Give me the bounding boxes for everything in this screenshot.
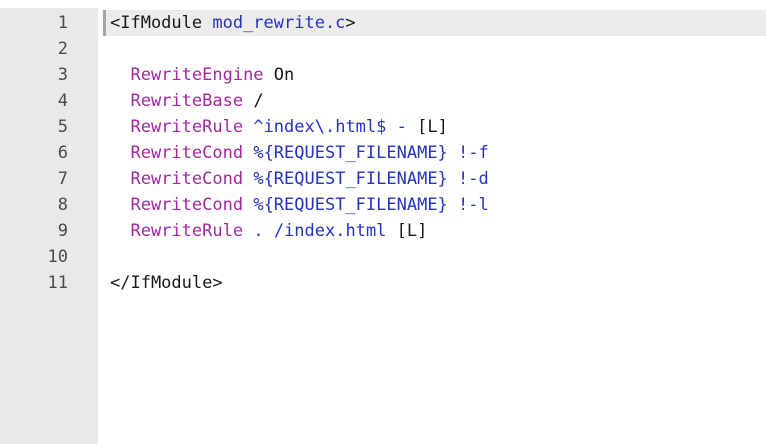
- code-token-plain: On: [263, 65, 295, 85]
- code-token-plain: [L]: [406, 117, 448, 137]
- code-line[interactable]: RewriteCond %{REQUEST_FILENAME} !-f: [98, 140, 766, 166]
- code-token-plain: [243, 195, 253, 215]
- code-token-keyword: RewriteCond: [130, 169, 244, 189]
- code-token-plain: [110, 65, 130, 85]
- code-token-value: ^index\.html$: [253, 117, 387, 137]
- code-token-value: %{REQUEST_FILENAME}: [253, 169, 448, 189]
- line-number: 8: [57, 195, 68, 215]
- line-number: 5: [57, 117, 68, 137]
- line-number: 1: [57, 13, 68, 33]
- code-line[interactable]: </IfModule>: [98, 270, 766, 296]
- code-token-plain: [110, 117, 130, 137]
- code-token-value: !-l: [458, 195, 489, 215]
- code-token-plain: </IfModule>: [110, 273, 223, 293]
- code-token-plain: [448, 195, 458, 215]
- code-token-plain: [386, 117, 396, 137]
- code-token-plain: [448, 143, 458, 163]
- code-token-keyword: RewriteBase: [130, 91, 244, 111]
- code-line[interactable]: RewriteCond %{REQUEST_FILENAME} !-d: [98, 166, 766, 192]
- line-number: 11: [47, 273, 68, 293]
- code-token-value: /index.html: [273, 221, 387, 241]
- code-token-keyword: RewriteRule: [130, 117, 244, 137]
- line-number: 7: [57, 169, 68, 189]
- line-number: 10: [47, 247, 68, 267]
- line-number: 3: [57, 65, 68, 85]
- code-token-plain: [110, 195, 130, 215]
- code-token-value: %{REQUEST_FILENAME}: [253, 195, 448, 215]
- code-token-plain: [243, 117, 253, 137]
- code-token-value: !-f: [458, 143, 489, 163]
- code-token-plain: [243, 221, 253, 241]
- line-number: 9: [57, 221, 68, 241]
- code-token-plain: /: [243, 91, 264, 111]
- code-line[interactable]: RewriteRule ^index\.html$ - [L]: [98, 114, 766, 140]
- code-token-value: !-d: [458, 169, 489, 189]
- code-line[interactable]: RewriteRule . /index.html [L]: [98, 218, 766, 244]
- code-token-value: mod_rewrite.c: [212, 13, 346, 33]
- code-token-keyword: RewriteCond: [130, 195, 244, 215]
- line-number: 4: [57, 91, 68, 111]
- code-line[interactable]: [98, 36, 766, 62]
- line-number: 2: [57, 39, 68, 59]
- code-token-keyword: RewriteEngine: [130, 65, 264, 85]
- line-number-gutter: 1 2 3 4 5 6 7 8 9 10 11: [0, 8, 98, 444]
- code-token-plain: [110, 221, 130, 241]
- code-line-active[interactable]: <IfModule mod_rewrite.c>: [103, 10, 766, 36]
- code-line[interactable]: RewriteEngine On: [98, 62, 766, 88]
- code-token-plain: [110, 91, 130, 111]
- code-line[interactable]: [98, 244, 766, 270]
- code-token-plain: [110, 169, 130, 189]
- code-token-plain: [110, 143, 130, 163]
- code-token-plain: [264, 221, 274, 241]
- code-token-plain: <IfModule: [110, 13, 213, 33]
- code-token-plain: [243, 169, 253, 189]
- code-token-value: %{REQUEST_FILENAME}: [253, 143, 448, 163]
- code-line[interactable]: RewriteCond %{REQUEST_FILENAME} !-l: [98, 192, 766, 218]
- code-token-plain: [448, 169, 458, 189]
- code-token-value: .: [253, 221, 264, 241]
- code-token-plain: [L]: [386, 221, 428, 241]
- code-area[interactable]: <IfModule mod_rewrite.c> RewriteEngine O…: [98, 10, 766, 296]
- code-token-keyword: RewriteCond: [130, 143, 244, 163]
- code-line[interactable]: RewriteBase /: [98, 88, 766, 114]
- code-token-keyword: RewriteRule: [130, 221, 244, 241]
- code-token-value: -: [396, 117, 407, 137]
- line-number: 6: [57, 143, 68, 163]
- code-token-plain: >: [345, 13, 356, 33]
- code-token-plain: [243, 143, 253, 163]
